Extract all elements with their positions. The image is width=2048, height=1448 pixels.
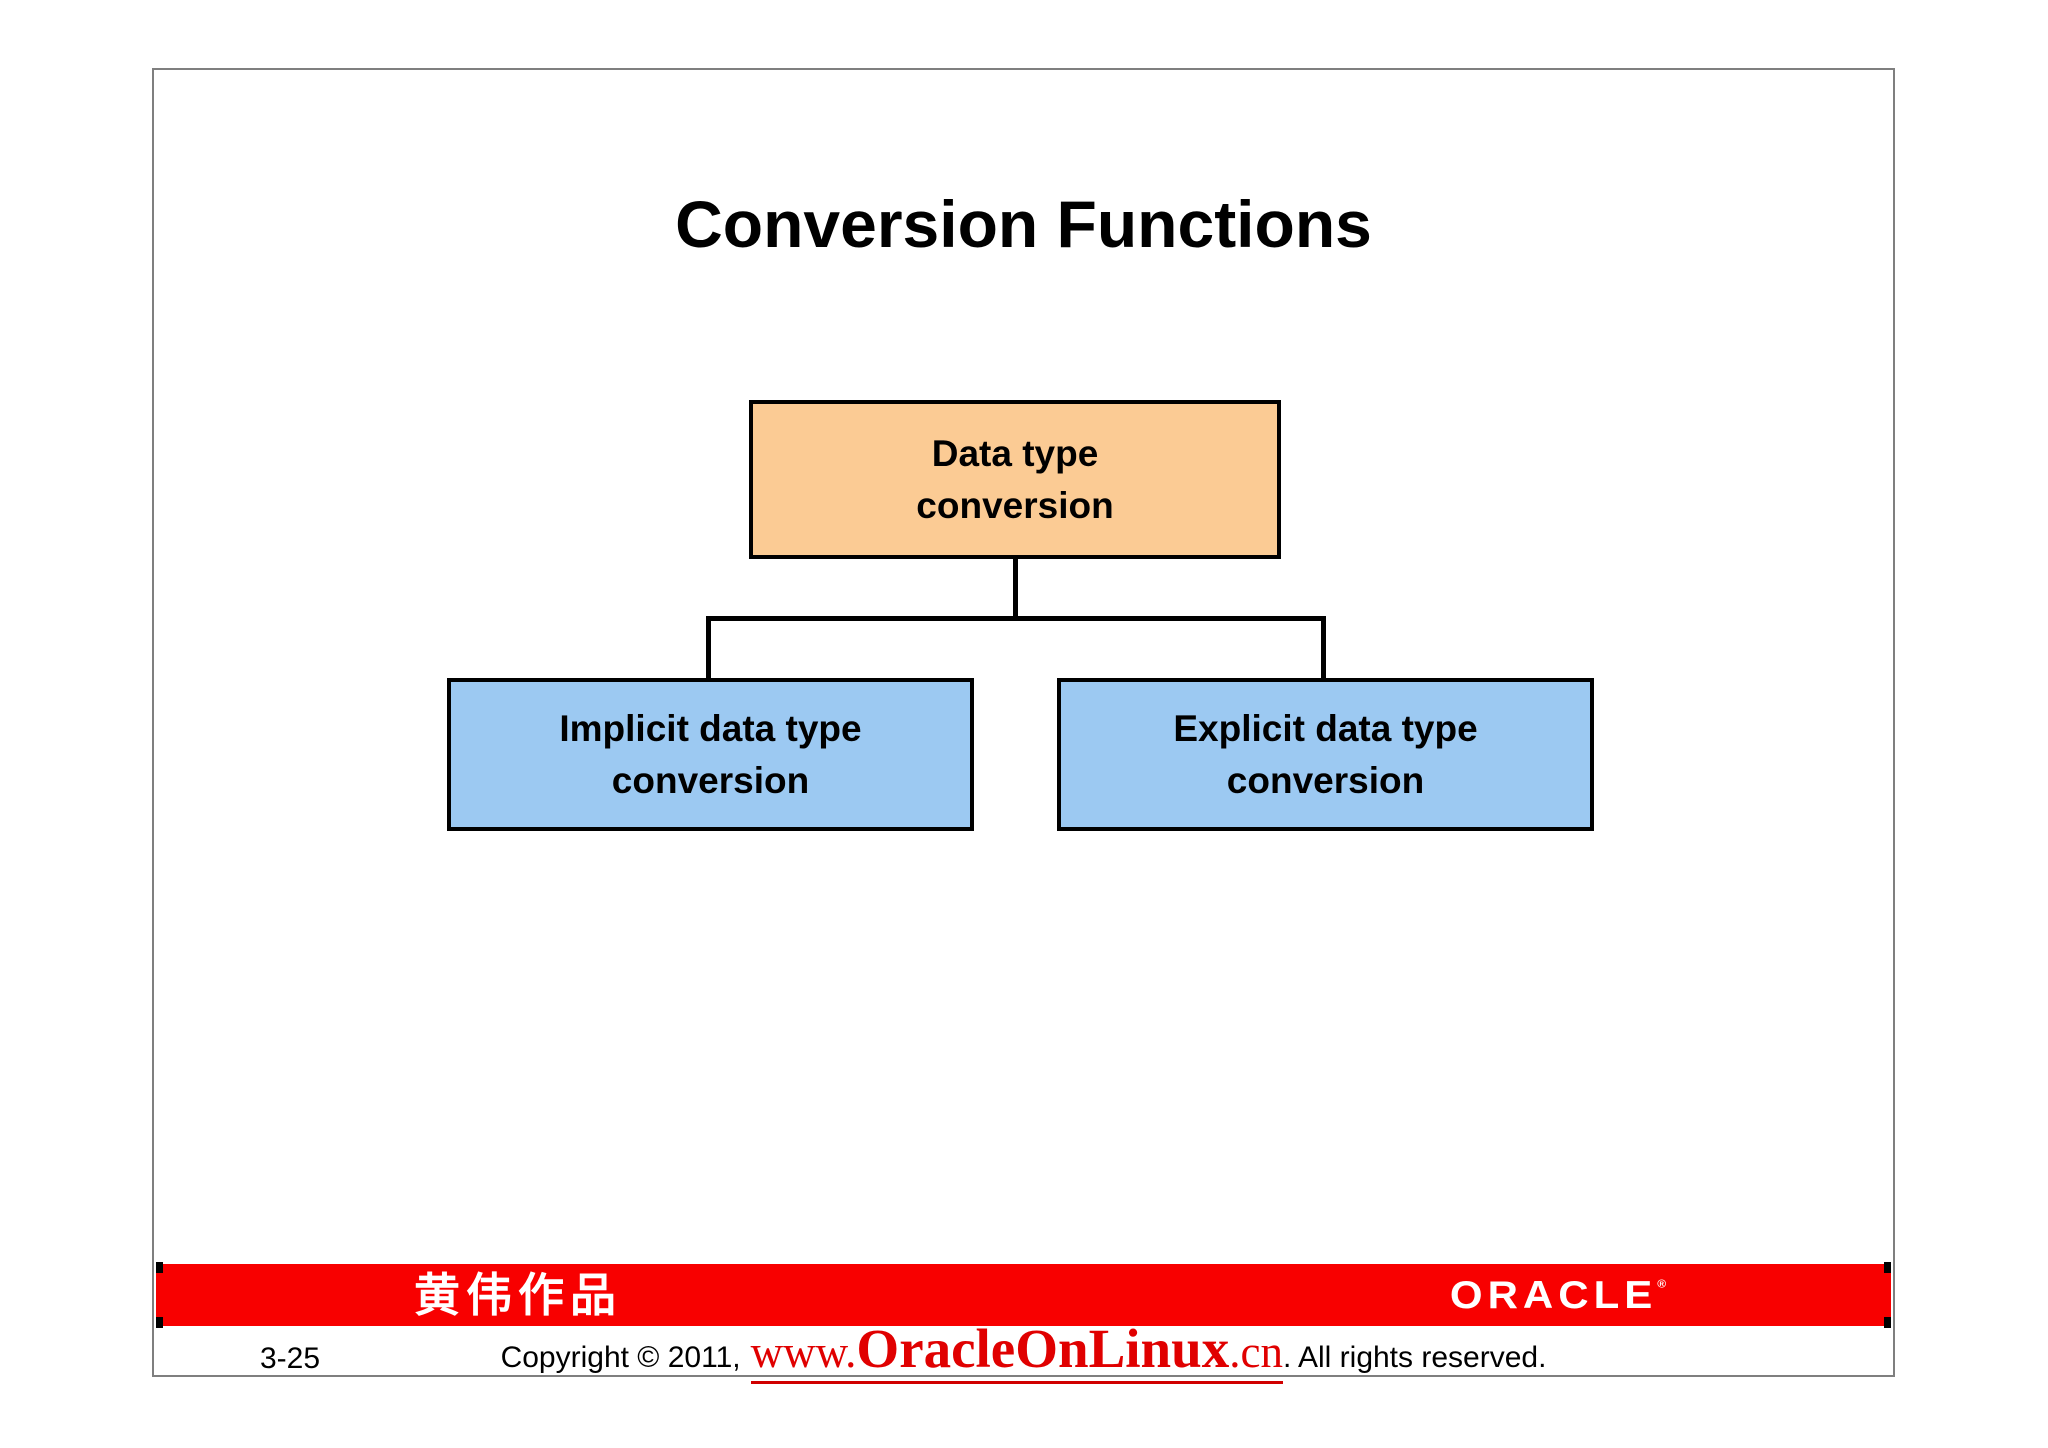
node-explicit-label-line1: Explicit data type [1173,708,1478,750]
diagram-node-explicit: Explicit data type conversion [1057,678,1594,831]
connector-drop-right [1321,616,1326,680]
bar-endcap [156,1262,163,1273]
copyright-line: Copyright © 2011, www.OracleOnLinux.cn. … [154,1317,1893,1384]
node-root-label-line2: conversion [916,484,1114,526]
node-implicit-label-line2: conversion [611,759,810,801]
oracle-on-linux-url: www.OracleOnLinux.cn [750,1317,1283,1384]
node-explicit-label-line2: conversion [1226,759,1425,801]
connector-horizontal [706,616,1326,621]
bar-endcap [156,1317,163,1328]
slide: Conversion Functions Data type conversio… [152,68,1895,1384]
brand-signature: 黄伟作品 [414,1268,622,1322]
node-implicit-label-line1: Implicit data type [559,708,862,750]
slide-title: Conversion Functions [675,187,1372,261]
copyright-suffix: . All rights reserved. [1282,1341,1547,1374]
connector-drop-left [706,616,711,680]
bar-endcap [1884,1317,1891,1328]
connector-stem [1013,555,1018,620]
oracle-logo-text: ORACLE [1449,1272,1658,1317]
registered-mark-icon: ® [1657,1277,1667,1291]
url-domain: OracleOnLinux [856,1318,1230,1379]
diagram-node-root: Data type conversion [749,400,1281,559]
diagram-node-implicit: Implicit data type conversion [447,678,974,831]
page-number: 3-25 [260,1342,321,1375]
url-tld: .cn [1229,1327,1283,1377]
footer-brand-bar: 黄伟作品 ORACLE® [156,1262,1891,1328]
bar-endcap [1884,1262,1891,1273]
node-root-label-line1: Data type [931,433,1099,475]
url-www: www. [750,1327,857,1377]
copyright-prefix: Copyright © 2011, [500,1341,741,1374]
oracle-logo: ORACLE® [1418,1272,1698,1317]
